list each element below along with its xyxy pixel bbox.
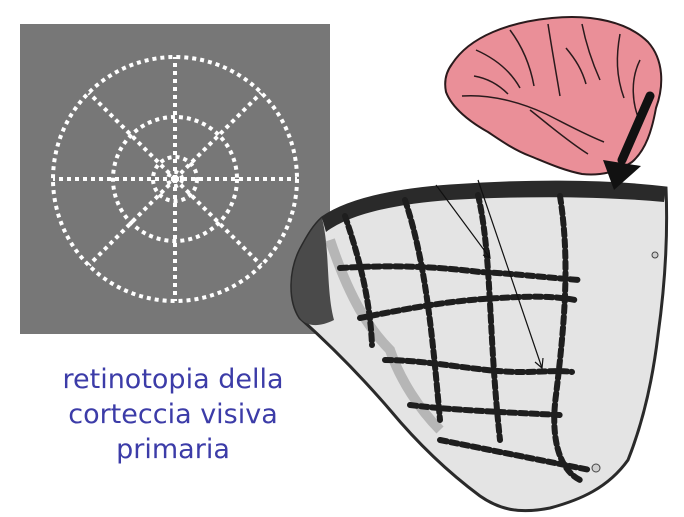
caption-line-3: primaria — [18, 432, 328, 467]
caption-line-2: corteccia visiva — [18, 397, 328, 432]
caption: retinotopia della corteccia visiva prima… — [18, 362, 328, 467]
cortex-slice — [292, 180, 667, 511]
caption-line-1: retinotopia della — [18, 362, 328, 397]
